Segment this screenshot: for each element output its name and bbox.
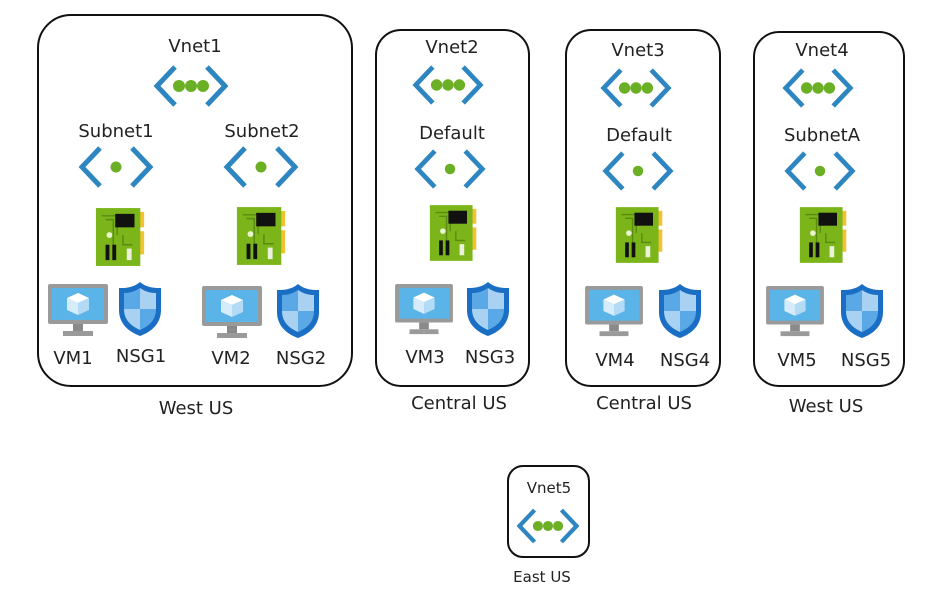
vnet4-subnet-label: SubnetA: [783, 125, 861, 146]
nsg2-label: NSG2: [275, 348, 327, 369]
nsg4-label: NSG4: [659, 350, 711, 371]
vnet5-container: [507, 465, 590, 558]
virtual-machine-icon: [394, 283, 454, 337]
virtual-machine-icon: [201, 285, 263, 341]
subnet-icon: [412, 145, 488, 193]
subnet-icon: [782, 147, 858, 195]
virtual-network-icon: [780, 64, 856, 112]
vnet4-region: West US: [788, 396, 864, 417]
vnet3-region: Central US: [596, 393, 692, 414]
vnet5-label: Vnet5: [526, 479, 572, 497]
network-interface-icon: [94, 206, 148, 268]
network-security-group-icon: [657, 282, 703, 340]
network-interface-icon: [428, 203, 480, 263]
vm4-label: VM4: [595, 350, 635, 371]
nsg1-label: NSG1: [115, 346, 167, 367]
subnet-icon: [76, 142, 156, 192]
network-security-group-icon: [839, 282, 885, 340]
network-interface-icon: [235, 205, 289, 267]
vnet3-label: Vnet3: [611, 40, 665, 61]
vnet3-subnet-label: Default: [606, 125, 672, 146]
subnet2-label: Subnet2: [224, 121, 300, 142]
subnet-icon: [600, 147, 676, 195]
network-security-group-icon: [117, 280, 163, 338]
vm2-label: VM2: [211, 348, 251, 369]
virtual-machine-icon: [47, 283, 109, 339]
subnet1-label: Subnet1: [78, 121, 154, 142]
network-interface-icon: [798, 205, 850, 265]
nsg5-label: NSG5: [840, 350, 892, 371]
vnet5-region: East US: [513, 568, 571, 586]
vm1-label: VM1: [53, 348, 93, 369]
vnet2-label: Vnet2: [425, 37, 479, 58]
vnet2-region: Central US: [411, 393, 507, 414]
vnet1-label: Vnet1: [168, 36, 222, 57]
nsg3-label: NSG3: [464, 347, 516, 368]
virtual-network-icon: [598, 64, 674, 112]
network-security-group-icon: [275, 282, 321, 340]
virtual-network-icon: [410, 61, 486, 109]
virtual-network-icon: [512, 505, 584, 547]
network-interface-icon: [614, 205, 666, 265]
vnet2-subnet-label: Default: [419, 123, 485, 144]
virtual-machine-icon: [584, 285, 644, 339]
subnet-icon: [221, 142, 301, 192]
network-security-group-icon: [465, 280, 511, 338]
vnet4-label: Vnet4: [795, 40, 849, 61]
vm3-label: VM3: [405, 347, 445, 368]
vm5-label: VM5: [777, 350, 817, 371]
virtual-machine-icon: [765, 285, 825, 339]
vnet1-region: West US: [158, 398, 234, 419]
virtual-network-icon: [151, 61, 231, 111]
